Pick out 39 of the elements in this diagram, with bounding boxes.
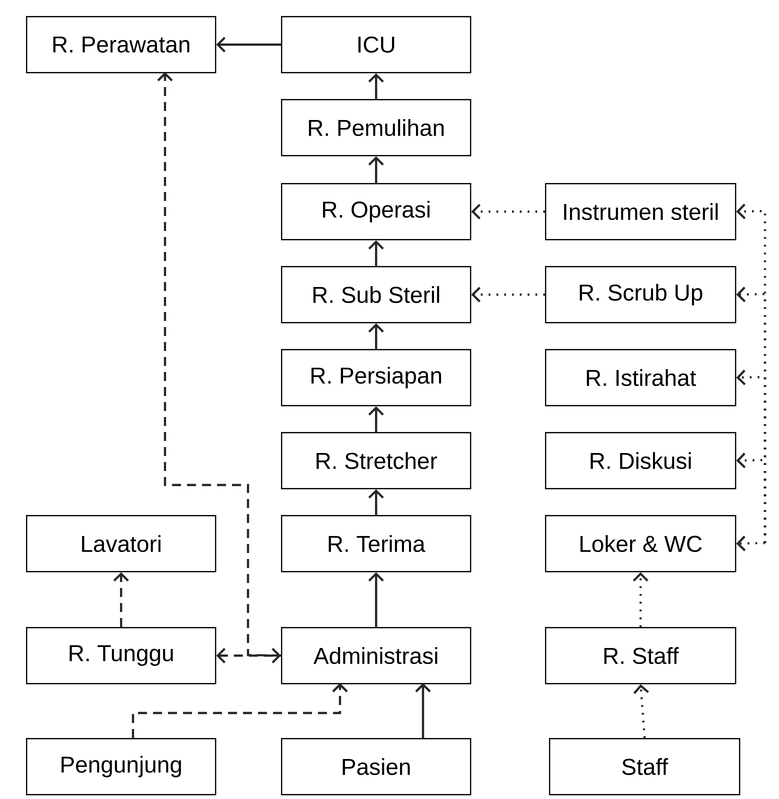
room-box: Loker & WC [545,515,736,572]
room-box: R. Istirahat [545,349,736,406]
room-box: Staff [549,738,740,796]
arrow [368,240,384,266]
arrow [471,286,545,302]
room-box: R. Stretcher [281,432,472,490]
room-box: R. Tunggu [26,627,216,684]
arrow [368,156,384,183]
arrow [633,684,649,738]
room-box: R. Sub Steril [281,266,472,324]
arrow [632,572,648,627]
room-box: Lavatori [26,515,216,572]
room-box: R. Pemulihan [281,99,472,156]
arrow [736,452,766,543]
arrow [132,683,348,738]
room-box: R. Terima [281,515,472,572]
arrow [113,572,129,627]
room-box: Administrasi [281,627,472,684]
arrow [415,683,431,738]
room-box: R. Perawatan [26,16,216,74]
arrow [736,536,766,552]
room-box: R. Persiapan [281,349,472,406]
room-box: R. Scrub Up [545,266,736,324]
room-box: R. Staff [545,627,736,684]
arrow [368,73,384,99]
room-box: Pengunjung [26,738,216,796]
arrow [368,572,384,627]
arrow [157,72,282,657]
room-box: Pasien [281,738,472,796]
arrow [368,489,384,515]
arrow [216,36,281,52]
arrow [368,406,384,432]
arrow [216,648,281,664]
arrow [368,323,384,349]
arrow [471,204,545,220]
room-box: R. Diskusi [545,432,736,490]
room-box: ICU [281,16,472,74]
room-box: Instrumen steril [545,183,736,240]
room-box: R. Operasi [281,183,472,240]
